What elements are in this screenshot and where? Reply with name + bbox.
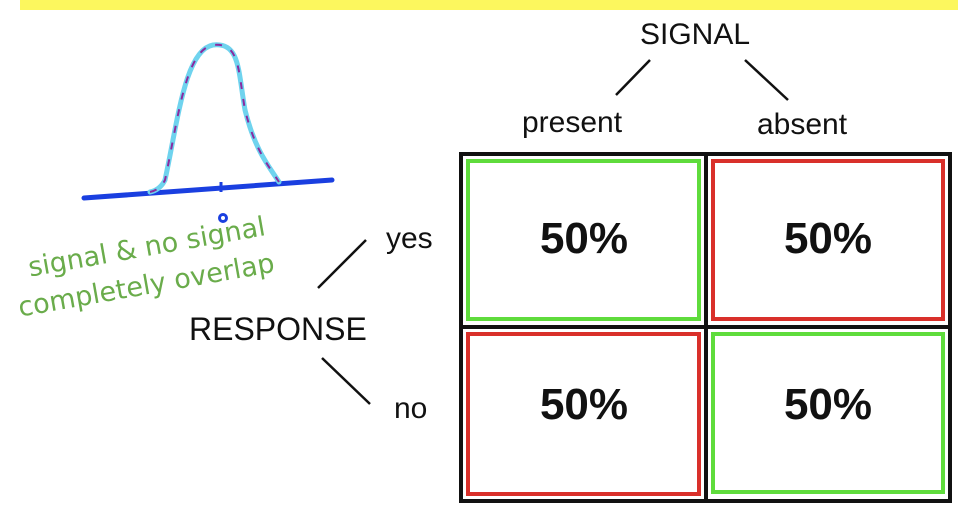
signal-header: SIGNAL [640, 18, 751, 51]
response-label: RESPONSE [189, 311, 367, 347]
cell-no-absent: 50% [783, 380, 873, 429]
signal-absent-connector [744, 59, 789, 101]
response-no-connector [321, 357, 371, 405]
highlighted-title-strip [20, 0, 958, 10]
cell-border-no-present [466, 332, 701, 496]
zero-mark [218, 213, 228, 223]
cell-yes-absent: 50% [783, 214, 873, 263]
cell-yes-present: 50% [539, 214, 629, 263]
x-axis-line [81, 177, 335, 201]
present-column-label: present [522, 106, 623, 139]
cell-border-yes-present [466, 159, 701, 321]
distribution-curve [147, 42, 282, 195]
overlap-curve-dashed [149, 43, 280, 193]
absent-column-label: absent [757, 108, 848, 141]
cell-no-present: 50% [539, 380, 629, 429]
no-row-label: no [394, 392, 428, 425]
response-yes-connector [317, 239, 367, 289]
cell-border-yes-absent [711, 159, 945, 321]
yes-row-label: yes [386, 222, 433, 255]
signal-present-connector [615, 59, 651, 96]
cell-border-no-absent [711, 332, 945, 494]
